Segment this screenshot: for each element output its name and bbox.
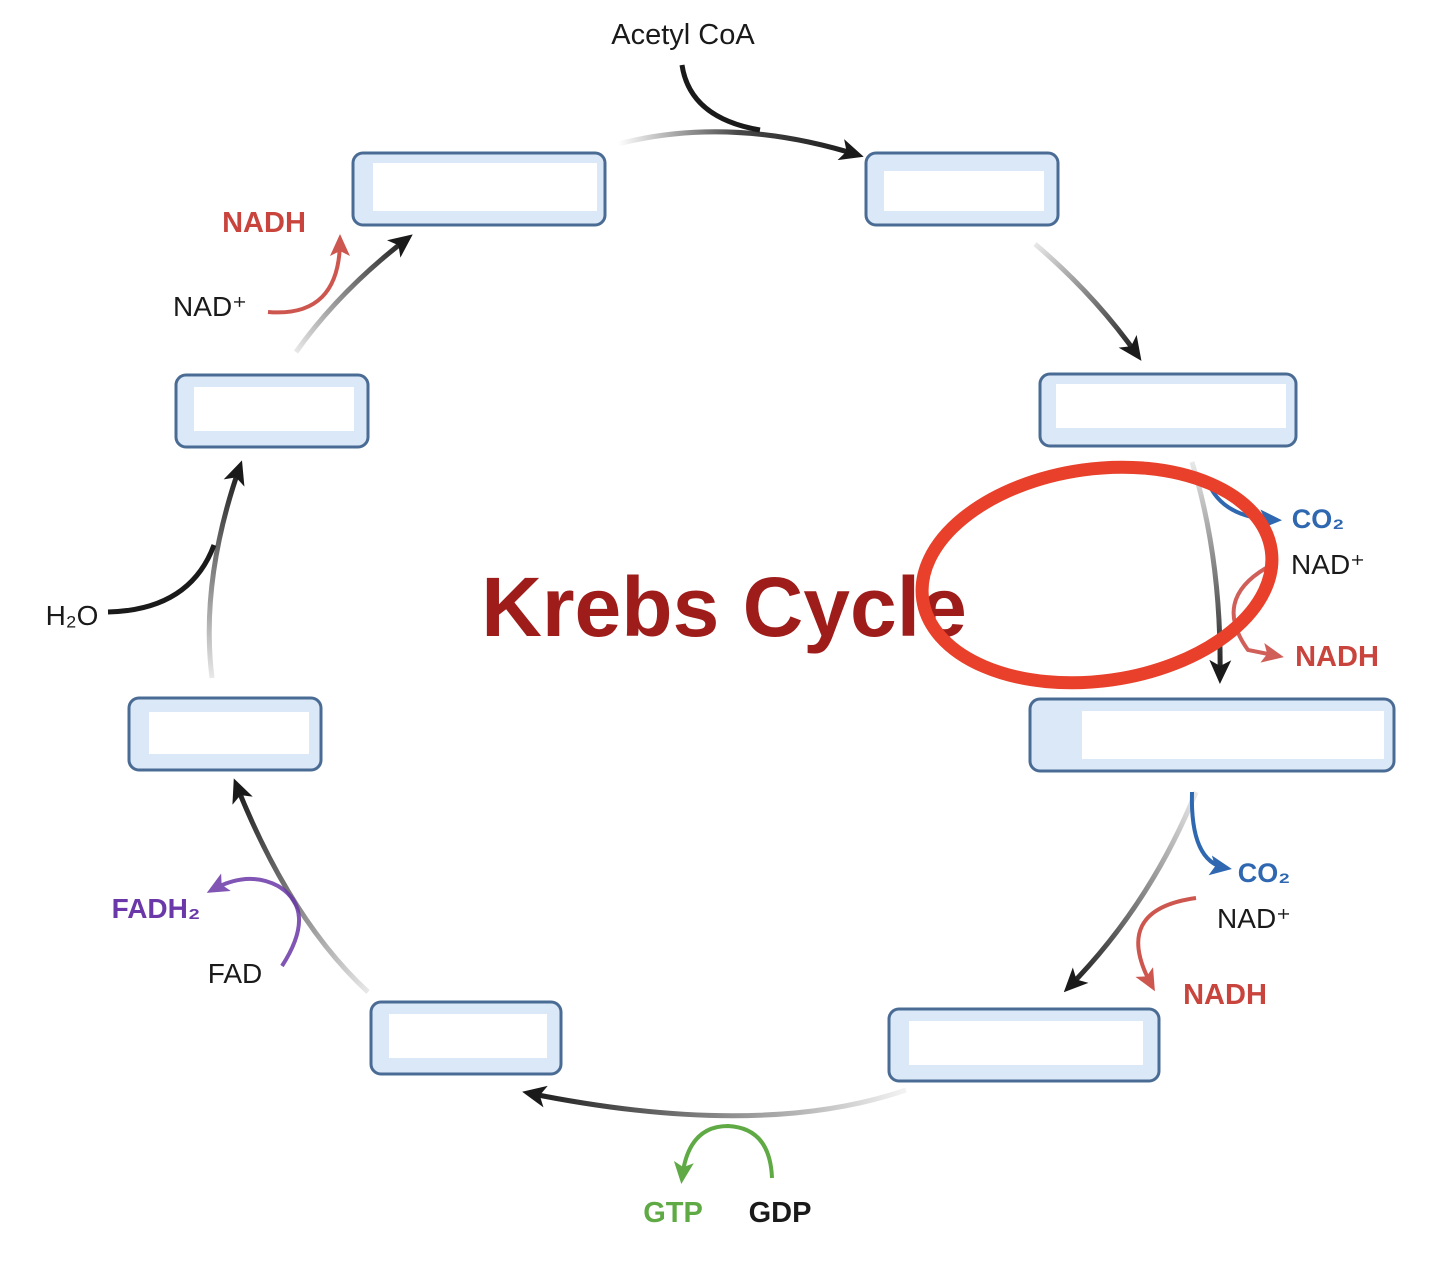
gdp-to-gtp-arrow [673, 1123, 774, 1184]
arrow-acetyl-coa-input [679, 64, 761, 133]
label-gtp: GTP [643, 1197, 703, 1229]
arrow-box5-to-box6 [522, 1085, 907, 1119]
cycle-arrows [107, 64, 1232, 1119]
arrow-box4-to-box5 [1063, 791, 1199, 993]
label-gdp: GDP [749, 1197, 812, 1229]
blank-box-8[interactable] [174, 373, 370, 449]
arrow-box2-to-box3 [1033, 242, 1142, 361]
arrow-box8-to-box1 [293, 234, 413, 354]
label-h2o: H₂O [46, 600, 99, 631]
label-nadh-right-upper: NADH [1295, 641, 1379, 673]
nad-to-nadh-arrow-top-left [267, 234, 350, 315]
label-fad: FAD [208, 958, 262, 989]
blank-box-5[interactable] [887, 1007, 1161, 1083]
label-co2-right-lower: CO₂ [1238, 858, 1291, 888]
co2-arrow-right-lower [1189, 791, 1232, 876]
blank-box-2[interactable] [864, 151, 1060, 227]
blank-box-7[interactable] [127, 696, 323, 772]
arrow-h2o-input [107, 544, 217, 615]
blank-box-3[interactable] [1038, 372, 1298, 448]
blank-box-4[interactable] [1028, 697, 1396, 773]
fad-to-fadh2-arrow [206, 873, 302, 968]
label-acetyl-coa: Acetyl CoA [611, 19, 755, 51]
arrow-box3-to-box4 [1189, 461, 1232, 684]
label-nadh-top-left: NADH [222, 207, 306, 239]
label-nadh-right-lower: NADH [1183, 979, 1267, 1011]
blank-box-6[interactable] [369, 1000, 563, 1076]
highlight-ellipse [915, 460, 1279, 690]
blank-boxes [127, 151, 1396, 1083]
blank-box-1[interactable] [351, 151, 607, 227]
arrow-box1-to-box2 [617, 129, 864, 161]
label-nad-top-left: NAD⁺ [173, 291, 247, 322]
label-nad-right-upper: NAD⁺ [1291, 549, 1365, 580]
arrow-box7-to-box8 [206, 460, 245, 679]
nad-to-nadh-arrow-right-upper [1231, 566, 1284, 663]
diagram-title: Krebs Cycle [481, 560, 967, 654]
label-nad-right-lower: NAD⁺ [1217, 903, 1291, 934]
label-co2-right-upper: CO₂ [1292, 504, 1345, 534]
nad-to-nadh-arrow-right-lower [1135, 896, 1197, 992]
label-fadh2: FADH₂ [112, 893, 201, 924]
